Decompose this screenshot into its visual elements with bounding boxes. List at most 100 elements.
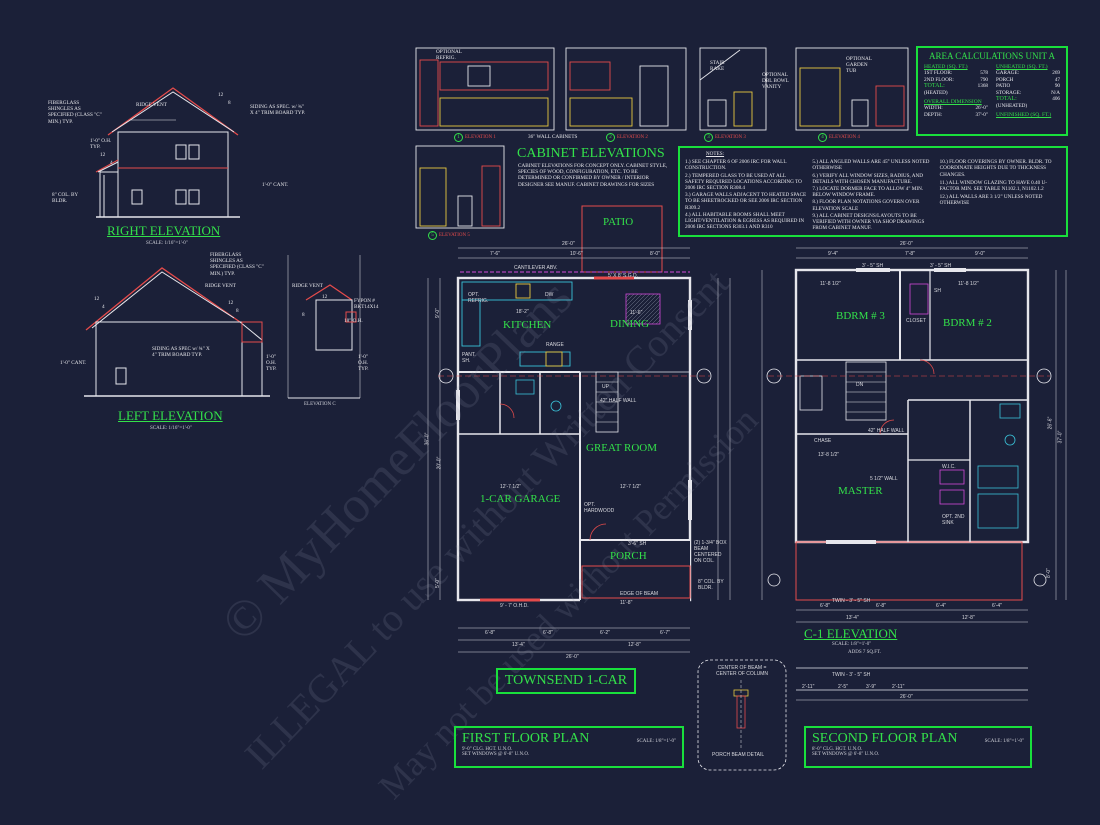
cab-wall-cabinets: 36" WALL CABINETS — [528, 134, 578, 140]
heated-row-1: 1ST FLOOR:578 — [924, 70, 988, 76]
sf-side-h: 37'-0" — [1057, 430, 1064, 444]
right-elevation-scale: SCALE: 1/16"=1'-0" — [146, 241, 188, 246]
area-calculations-box: AREA CALCULATIONS UNIT A HEATED (SQ. FT.… — [916, 46, 1068, 136]
room-dining: DINING — [610, 318, 650, 330]
re-pitch-b: 12 — [100, 152, 106, 158]
ff-edge-beam: EDGE OF BEAM — [620, 591, 659, 597]
sf-bot2-b: 12'-8" — [962, 615, 975, 621]
second-floor-line2: SET WINDOWS @ 6'-8" U.N.O. — [812, 752, 880, 757]
ec-oh-note: 18" O.H. — [344, 318, 363, 324]
cabinet-views — [415, 47, 909, 229]
c1-elevation-drawing — [796, 667, 1028, 701]
beam-detail-title: PORCH BEAM DETAIL — [712, 752, 765, 758]
sf-chase: CHASE — [814, 438, 832, 444]
note-4: 4.) ALL HABITABLE ROOMS SHALL MEET LIGHT… — [685, 211, 805, 231]
le-pitch-a: 12 — [228, 300, 234, 306]
overall-head: OVERALL DIMENSION — [924, 99, 982, 105]
room-patio: PATIO — [603, 216, 634, 228]
ec-ridge-note: RIDGE VENT — [292, 283, 323, 289]
ff-opt-hardwood: OPT. HARDWOOD — [584, 502, 615, 514]
note-12: 12.) ALL WALLS ARE 3 1/2" UNLESS NOTED O… — [939, 194, 1043, 207]
le-pitch-a2: 8 — [236, 308, 239, 314]
le-cant-note: 1'-0" CANT. — [60, 360, 87, 366]
ff-sgd: 5' X 8' S.G.D. — [608, 273, 638, 279]
townsend-box: TOWNSEND 1-CAR — [496, 668, 636, 694]
note-6: 6.) VERIFY ALL WINDOW SIZES, RADIUS, AND… — [812, 172, 924, 185]
area-title: AREA CALCULATIONS UNIT A — [928, 51, 1056, 61]
unheated-head: UNHEATED (SQ. FT.) — [996, 64, 1048, 70]
ec-pitch: 12 — [322, 294, 328, 300]
sf-dn: DN — [856, 382, 864, 388]
cab-opt-refrig: OPTIONAL REFRIG. — [436, 49, 462, 62]
sf-sh1: 3' - 5" SH — [862, 263, 884, 269]
note-9: 9.) ALL CABINET DESIGNS/LAYOUTS TO BE VE… — [812, 212, 925, 232]
ff-top-b: 10'-6" — [570, 251, 583, 257]
sf-half-wall: 42" HALF WALL — [868, 428, 905, 434]
right-elevation-title: RIGHT ELEVATION — [107, 223, 221, 238]
le-siding-note: SIDING AS SPEC w/ ¾" X 4" TRIM BOARD TYP… — [152, 346, 210, 359]
second-floor-title: SECOND FLOOR PLAN — [812, 731, 958, 746]
ff-porch-w: 11'-8" — [620, 600, 633, 606]
ec-oh2-note: 1'-0" O.H. TYP. — [358, 354, 369, 373]
sf-sh: SH — [934, 288, 941, 294]
le-shingles-note: FIBERGLASS SHINGLES AS SPECIFIED (CLASS … — [210, 252, 264, 277]
sf-sh2: 3' - 5" SH — [930, 263, 952, 269]
ff-top-a: 7'-6" — [490, 251, 500, 257]
note-1: 1.) SEE CHAPTER 6 OF 2006 IRC FOR WALL C… — [685, 159, 787, 172]
heated-row-2: 2ND FLOOR:790 — [924, 76, 988, 83]
ff-top-c: 8'-0" — [650, 251, 660, 257]
ff-bot3: 26'-0" — [566, 654, 579, 660]
re-cant-note: 1'-0" CANT. — [262, 182, 289, 188]
sf-bot2-a: 13'-4" — [846, 615, 859, 621]
c1-adds: ADDS 7 SQ.FT. — [848, 650, 881, 655]
re-ridge-note: RIDGE VENT — [136, 102, 167, 108]
unheated-total-sub: (UNHEATED) — [996, 102, 1028, 109]
le-oh-note: 1'-0" O.H. TYP. — [266, 354, 277, 373]
ff-bot-d: 6'-7" — [660, 630, 670, 636]
ff-range: RANGE — [546, 342, 564, 348]
ff-garage-w: 12'-7 1/2" — [500, 484, 522, 490]
first-floor-title-block: FIRST FLOOR PLAN SCALE: 1/8"=1'-0" 9'-0"… — [454, 726, 684, 768]
re-siding-note: SIDING AS SPEC. w/ ¾" X 4" TRIM BOARD TY… — [250, 104, 306, 117]
le-pitch-b2: 4 — [102, 304, 105, 310]
unfinished-head: UNFINISHED (SQ. FT.) — [996, 112, 1052, 118]
sf-bot-d: 6'-4" — [992, 603, 1002, 609]
note-8: 8.) FLOOR PLAN NOTATIONS GOVERN OVER ELE… — [812, 199, 920, 212]
beam-detail-note: CENTER OF BEAM = CENTER OF COLUMN — [716, 665, 768, 677]
cabinet-elevations-desc: CABINET ELEVATIONS FOR CONCEPT ONLY. CAB… — [518, 163, 668, 188]
elevation-c-title: ELEVATION C — [304, 402, 336, 407]
unheated-total: TOTAL:406 — [996, 96, 1060, 102]
first-floor-line2: SET WINDOWS @ 6'-8" U.N.O. — [462, 752, 530, 757]
sf-wall-note: 5 1/2" WALL — [870, 476, 898, 482]
ff-ohd: 9' - 7' O.H.D. — [500, 603, 529, 609]
c1-dim-1: 2'-11" — [802, 684, 815, 690]
sf-bdrm3-w: 11'-8 1/2" — [820, 281, 841, 287]
re-pitch-b2: 4 — [110, 160, 113, 166]
sf-bot-a: 6'-8" — [820, 603, 830, 609]
ff-overall-w: 26'-0" — [562, 241, 575, 247]
porch-beam-detail-drawing — [697, 659, 787, 771]
first-floor-scale: SCALE: 1/8"=1'-0" — [636, 739, 676, 744]
room-master: MASTER — [838, 485, 883, 497]
ff-box-beam: 3'-6" SH — [628, 541, 647, 547]
c1-dim-2: 2'-5" — [838, 684, 848, 690]
room-bdrm3: BDRM # 3 — [836, 310, 885, 322]
cab-stair-rake: STAIR RAKE — [710, 60, 725, 73]
notes-title: NOTES: — [705, 151, 725, 157]
first-floor-line1: 9'-0" CLG. HGT. U.N.O. — [462, 747, 513, 752]
room-kitchen: KITCHEN — [503, 319, 552, 331]
ff-pant: PANT. SH. — [462, 352, 476, 364]
ff-col-note: 8" COL. BY BLDR. — [698, 579, 724, 591]
note-2: 2.) TEMPERED GLASS TO BE USED AT ALL SAF… — [685, 172, 802, 192]
c1-elevation-title: C-1 ELEVATION — [804, 626, 898, 641]
re-pitch-a2: 8 — [228, 100, 231, 106]
sf-twin: TWIN - 3' - 5" SH — [832, 598, 871, 604]
re-col-note: 8" COL. BY BLDR. — [52, 192, 78, 205]
second-floor-plan-drawing — [761, 247, 1067, 623]
